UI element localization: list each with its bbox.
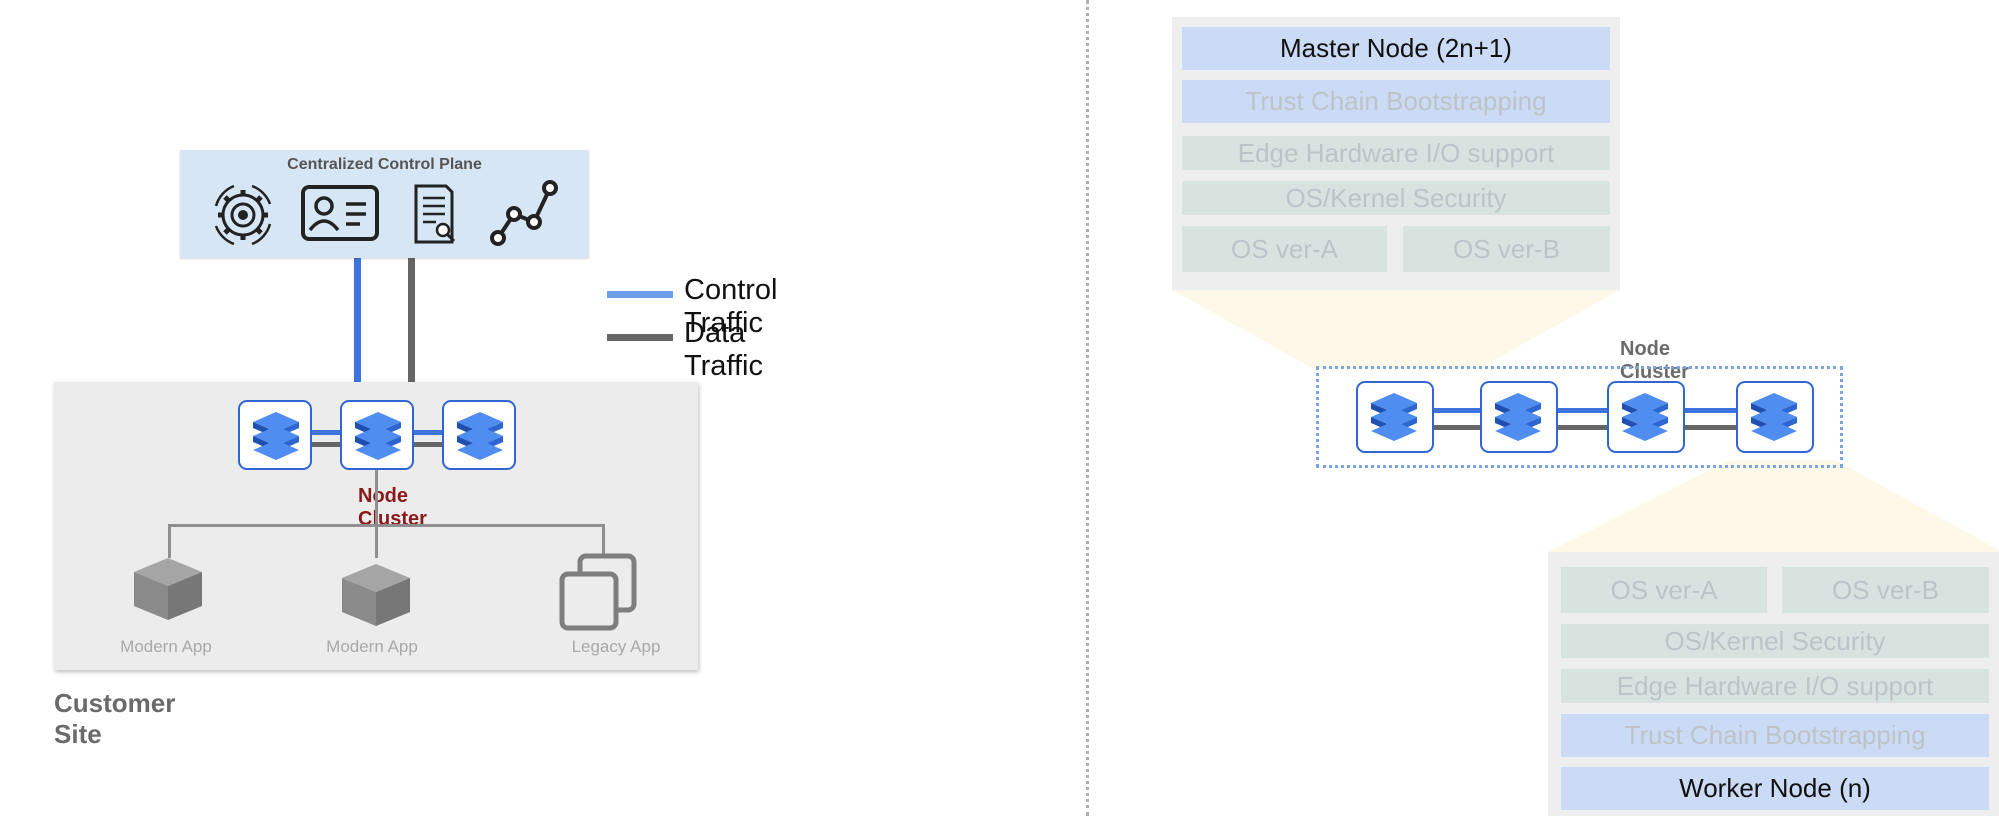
worker-os-ver-b: OS ver-B (1782, 567, 1989, 613)
cube-icon (132, 556, 204, 627)
master-os-ver-b: OS ver-B (1403, 226, 1610, 272)
layers-icon (1371, 393, 1417, 441)
cube-icon (340, 562, 412, 633)
app-tree-bar (168, 524, 605, 527)
worker-layer-edge-hardware: Edge Hardware I/O support (1561, 669, 1989, 703)
app-tree-drop-3 (602, 524, 605, 558)
app-label-modern-2: Modern App (326, 637, 418, 656)
analytics-line-icon (488, 176, 560, 248)
cluster-right-data-link (1430, 425, 1746, 430)
layers-icon (1751, 393, 1797, 441)
windows-stack-icon (558, 552, 638, 637)
document-search-icon (412, 184, 460, 246)
app-tree-stem (375, 470, 378, 526)
data-traffic-link (408, 258, 415, 382)
gear-sync-icon (204, 176, 282, 254)
master-layer-os-kernel: OS/Kernel Security (1182, 181, 1610, 215)
cluster-node-3 (442, 400, 516, 470)
control-plane-title: Centralized Control Plane (287, 156, 482, 173)
cluster-right-node-3 (1607, 381, 1685, 453)
legend-control-traffic-label: Control Traffic (684, 274, 778, 339)
cluster-right-control-link (1430, 408, 1746, 413)
layers-icon (253, 412, 299, 460)
legend-control-traffic-line (607, 291, 673, 298)
layers-icon (1495, 393, 1541, 441)
cluster-right-node-4 (1736, 381, 1814, 453)
id-card-icon (300, 184, 380, 242)
layers-icon (1622, 393, 1668, 441)
cluster-right-node-1 (1356, 381, 1434, 453)
app-label-legacy: Legacy App (571, 637, 661, 656)
worker-layer-trust-chain: Trust Chain Bootstrapping (1561, 714, 1989, 757)
master-node-title: Master Node (2n+1) (1182, 27, 1610, 70)
legend-data-traffic-line (607, 334, 673, 341)
app-label-modern-1: Modern App (120, 637, 212, 656)
app-tree-drop-2 (375, 524, 378, 558)
worker-os-ver-a: OS ver-A (1561, 567, 1767, 613)
master-os-ver-a: OS ver-A (1182, 226, 1387, 272)
master-layer-edge-hardware: Edge Hardware I/O support (1182, 136, 1610, 170)
section-divider (1086, 0, 1089, 816)
layers-icon (457, 412, 503, 460)
cluster-node-1 (238, 400, 312, 470)
customer-site-label: Customer Site (54, 688, 176, 749)
layers-icon (355, 412, 401, 460)
cluster-node-2 (340, 400, 414, 470)
worker-node-title: Worker Node (n) (1561, 767, 1989, 810)
app-tree-drop-1 (168, 524, 171, 558)
worker-layer-os-kernel: OS/Kernel Security (1561, 624, 1989, 658)
node-cluster-box (1316, 366, 1843, 468)
control-traffic-link (354, 258, 361, 382)
legend-data-traffic-label: Data Traffic (684, 317, 763, 382)
cluster-right-node-2 (1480, 381, 1558, 453)
master-layer-trust-chain: Trust Chain Bootstrapping (1182, 80, 1610, 123)
